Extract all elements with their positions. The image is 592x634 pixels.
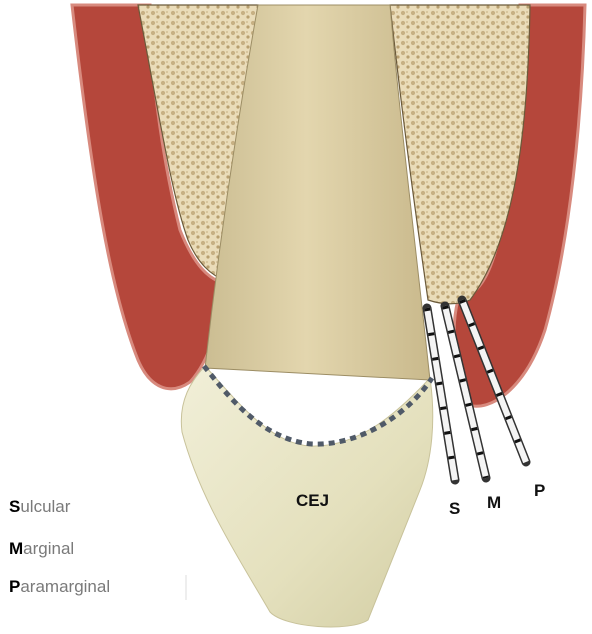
legend-letter: S — [9, 497, 20, 516]
legend-text: aramarginal — [20, 577, 110, 596]
probe-label-p: P — [534, 481, 545, 500]
legend-letter: P — [9, 577, 20, 596]
probe-label-m: M — [487, 493, 501, 512]
legend-text: arginal — [23, 539, 74, 558]
legend-paramarginal: Paramarginal — [9, 578, 110, 595]
legend-marginal: Marginal — [9, 540, 74, 557]
legend-sulcular: Sulcular — [9, 498, 70, 515]
probe-label-s: S — [449, 499, 460, 518]
legend-letter: M — [9, 539, 23, 558]
cej-label: CEJ — [296, 491, 329, 510]
legend-text: ulcular — [20, 497, 70, 516]
